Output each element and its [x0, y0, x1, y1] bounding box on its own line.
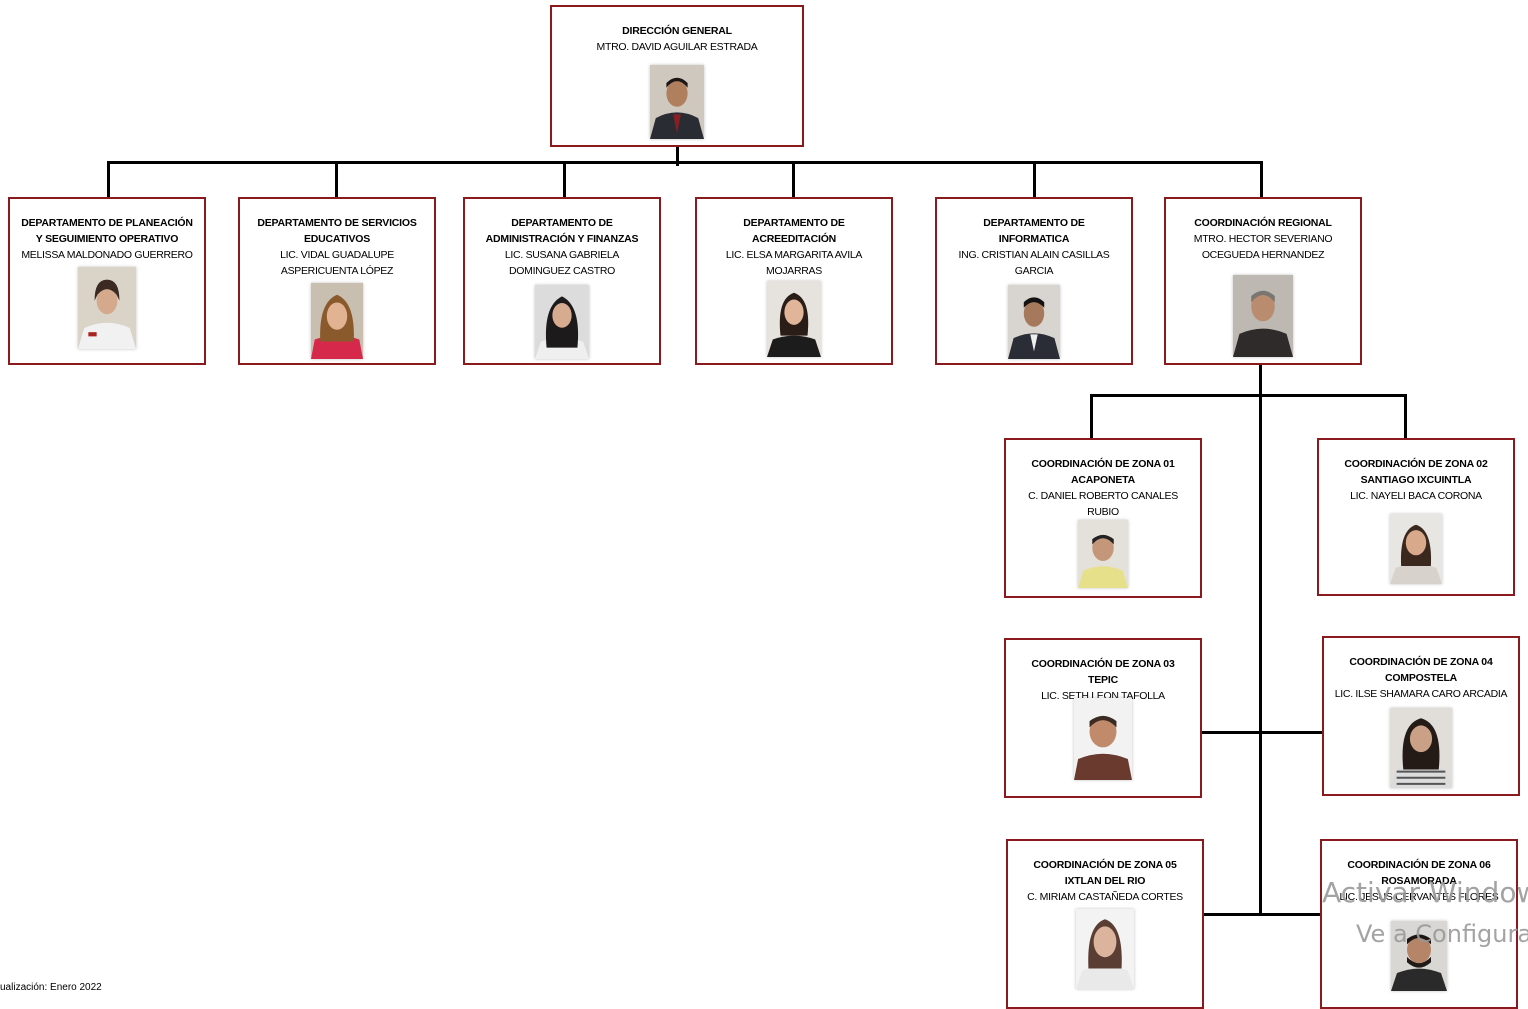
node-person-name: LIC. SETH LEON TAFOLLA	[1041, 690, 1165, 702]
node-person-name: MTRO. DAVID AGUILAR ESTRADA	[596, 41, 758, 53]
person-photo	[1008, 285, 1060, 359]
person-photo	[767, 281, 821, 357]
connector-line	[1404, 394, 1407, 439]
connector-line	[107, 161, 110, 198]
org-node-zona-06: COORDINACIÓN DE ZONA 06 ROSAMORADA LIC. …	[1320, 839, 1518, 1009]
connector-line	[1203, 913, 1323, 916]
node-title: COORDINACIÓN DE ZONA 02 SANTIAGO IXCUINT…	[1344, 458, 1488, 486]
connector-line	[1260, 161, 1263, 198]
node-title: COORDINACIÓN DE ZONA 01 ACAPONETA	[1031, 458, 1175, 486]
org-node-administracion: DEPARTAMENTO DE ADMINISTRACIÓN Y FINANZA…	[463, 197, 661, 365]
node-title: DEPARTAMENTO DE ACREEDITACIÓN	[743, 217, 845, 245]
connector-line	[1090, 394, 1093, 439]
person-photo	[311, 283, 363, 359]
connector-line	[1201, 731, 1325, 734]
person-photo	[1078, 520, 1128, 588]
org-node-zona-03: COORDINACIÓN DE ZONA 03 TEPIC LIC. SETH …	[1004, 638, 1202, 798]
connector-line	[1259, 364, 1262, 916]
person-photo	[78, 267, 136, 349]
node-person-name: LIC. VIDAL GUADALUPE ASPERICUENTA LÓPEZ	[280, 249, 394, 277]
node-person-name: LIC. NAYELI BACA CORONA	[1350, 490, 1482, 502]
org-node-informatica: DEPARTAMENTO DE INFORMATICA ING. CRISTIA…	[935, 197, 1133, 365]
node-person-name: LIC. ELSA MARGARITA AVILA MOJARRAS	[725, 249, 863, 277]
node-title: COORDINACIÓN REGIONAL	[1194, 217, 1332, 229]
org-node-zona-01: COORDINACIÓN DE ZONA 01 ACAPONETA C. DAN…	[1004, 438, 1202, 598]
node-title: DIRECCIÓN GENERAL	[622, 25, 732, 37]
node-title: DEPARTAMENTO DE SERVICIOS EDUCATIVOS	[257, 217, 417, 245]
person-photo	[1233, 275, 1293, 357]
connector-line	[335, 161, 338, 198]
windows-activation-watermark: Activar Windows	[1322, 876, 1528, 909]
org-node-direccion-general: DIRECCIÓN GENERAL MTRO. DAVID AGUILAR ES…	[550, 5, 804, 147]
connector-line	[563, 161, 566, 198]
connector-line	[107, 161, 1263, 164]
node-title: COORDINACIÓN DE ZONA 04 COMPOSTELA	[1349, 656, 1493, 684]
connector-line	[792, 161, 795, 198]
person-photo	[1391, 921, 1447, 991]
update-date-footer: ualización: Enero 2022	[0, 982, 102, 993]
node-title: COORDINACIÓN DE ZONA 06 ROSAMORADA	[1347, 859, 1491, 887]
node-title: COORDINACIÓN DE ZONA 03 TEPIC	[1031, 658, 1175, 686]
person-photo	[1390, 708, 1452, 788]
node-person-name: ING. CRISTIAN ALAIN CASILLAS GARCIA	[958, 249, 1110, 277]
org-node-coordinacion-regional: COORDINACIÓN REGIONAL MTRO. HECTOR SEVER…	[1164, 197, 1362, 365]
node-title: DEPARTAMENTO DE PLANEACIÓN Y SEGUIMIENTO…	[21, 217, 193, 245]
person-photo	[1390, 514, 1442, 584]
node-person-name: LIC. ILSE SHAMARA CARO ARCADIA	[1334, 688, 1508, 700]
windows-activation-hint: Ve a Configuración	[1356, 920, 1528, 948]
node-title: COORDINACIÓN DE ZONA 05 IXTLAN DEL RIO	[1033, 859, 1177, 887]
node-person-name: MELISSA MALDONADO GUERRERO	[21, 249, 193, 261]
node-title: DEPARTAMENTO DE ADMINISTRACIÓN Y FINANZA…	[485, 217, 639, 245]
org-node-servicios: DEPARTAMENTO DE SERVICIOS EDUCATIVOS LIC…	[238, 197, 436, 365]
connector-line	[676, 146, 679, 166]
node-person-name: LIC. SUSANA GABRIELA DOMINGUEZ CASTRO	[504, 249, 620, 277]
node-person-name: MTRO. HECTOR SEVERIANO OCEGUEDA HERNANDE…	[1193, 233, 1333, 261]
org-node-acreditacion: DEPARTAMENTO DE ACREEDITACIÓN LIC. ELSA …	[695, 197, 893, 365]
org-node-zona-04: COORDINACIÓN DE ZONA 04 COMPOSTELA LIC. …	[1322, 636, 1520, 796]
person-photo	[1074, 698, 1132, 780]
connector-line	[1090, 394, 1407, 397]
org-node-zona-02: COORDINACIÓN DE ZONA 02 SANTIAGO IXCUINT…	[1317, 438, 1515, 596]
org-node-planeacion: DEPARTAMENTO DE PLANEACIÓN Y SEGUIMIENTO…	[8, 197, 206, 365]
person-photo	[1076, 909, 1134, 989]
node-person-name: C. MIRIAM CASTAÑEDA CORTES	[1027, 891, 1183, 903]
node-person-name: C. DANIEL ROBERTO CANALES RUBIO	[1028, 490, 1178, 518]
node-person-name: LIC. JESUS CERVANTES FLORES	[1339, 891, 1499, 903]
org-node-zona-05: COORDINACIÓN DE ZONA 05 IXTLAN DEL RIO C…	[1006, 839, 1204, 1009]
person-photo	[535, 285, 589, 359]
connector-line	[1033, 161, 1036, 198]
node-title: DEPARTAMENTO DE INFORMATICA	[983, 217, 1085, 245]
person-photo	[650, 65, 704, 139]
